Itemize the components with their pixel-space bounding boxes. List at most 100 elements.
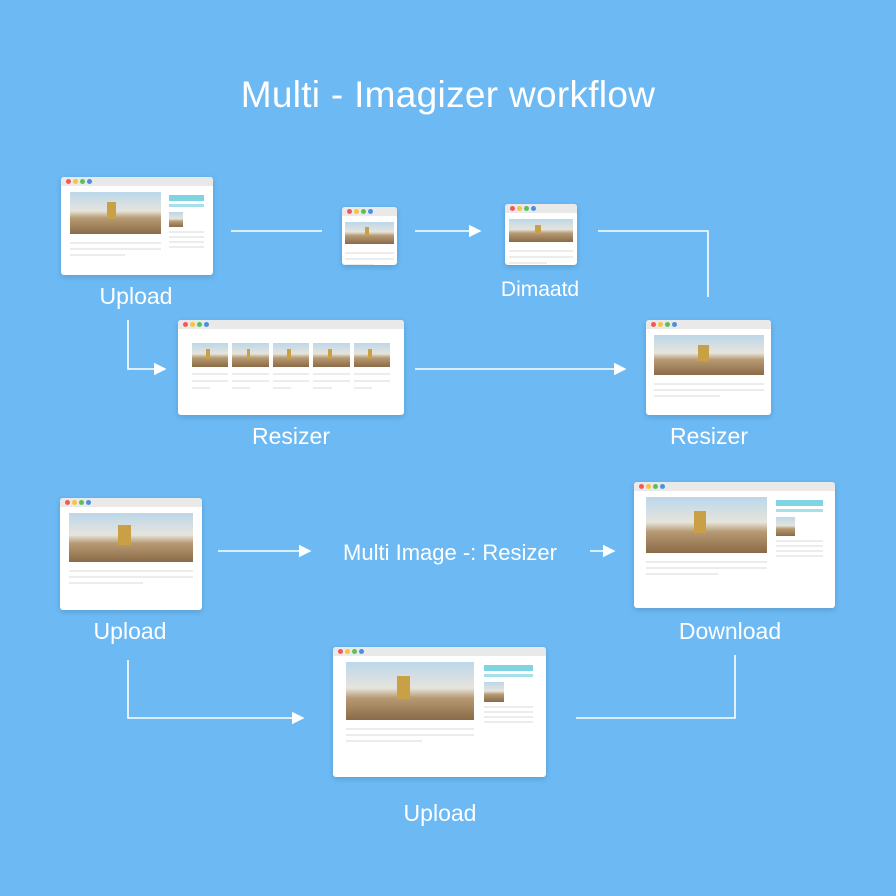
- image-thumbnail: [353, 343, 391, 367]
- text-placeholder-line: [313, 380, 350, 382]
- tower-icon: [327, 349, 332, 359]
- text-placeholder-line: [232, 387, 251, 389]
- text-placeholder-line: [483, 721, 534, 724]
- window-control-dot: [510, 206, 515, 211]
- window-control-dot: [80, 179, 85, 184]
- sidebar-subheader-bar: [168, 204, 204, 207]
- window-control-dot: [338, 649, 343, 654]
- text-placeholder-line: [776, 550, 823, 553]
- label-upload-1: Upload: [99, 283, 173, 309]
- text-placeholder-line: [168, 245, 204, 248]
- window-control-dot: [352, 649, 357, 654]
- window-control-dot: [183, 322, 188, 327]
- window-control-dot: [87, 179, 92, 184]
- image-preview: [70, 192, 162, 234]
- window-control-dot: [639, 484, 644, 489]
- text-placeholder-line: [345, 739, 423, 742]
- text-placeholder-line: [70, 253, 125, 256]
- text-placeholder-line: [168, 240, 204, 243]
- text-placeholder-line: [345, 251, 394, 254]
- text-placeholder-line: [345, 257, 394, 260]
- window-control-dot: [354, 209, 359, 214]
- text-placeholder-line: [168, 230, 204, 233]
- window-control-dot: [190, 322, 195, 327]
- tower-icon: [694, 510, 707, 534]
- browser-window-mockup: [646, 320, 771, 415]
- browser-window-mockup: [178, 320, 404, 415]
- text-placeholder-line: [353, 373, 391, 375]
- text-placeholder-line: [168, 235, 204, 238]
- window-control-dot: [665, 322, 670, 327]
- browser-window-mockup: [342, 207, 397, 265]
- text-placeholder-line: [646, 560, 767, 563]
- window-control-dot: [79, 500, 84, 505]
- window-control-dot: [359, 649, 364, 654]
- text-placeholder-line: [653, 383, 764, 385]
- text-placeholder-line: [272, 387, 291, 389]
- label-multi-image-resizer: Multi Image -: Resizer: [343, 540, 557, 565]
- tower-icon: [368, 349, 373, 359]
- text-placeholder-line: [483, 706, 534, 709]
- sidebar-header-bar: [168, 195, 204, 201]
- image-preview: [345, 662, 474, 720]
- window-control-dot: [531, 206, 536, 211]
- label-resizer-1: Resizer: [252, 423, 330, 449]
- text-placeholder-line: [653, 389, 764, 391]
- image-thumbnail: [232, 343, 269, 367]
- image-preview: [509, 219, 573, 242]
- text-placeholder-line: [653, 395, 720, 397]
- label-resizer-2: Resizer: [670, 423, 748, 449]
- text-placeholder-line: [70, 247, 162, 250]
- text-placeholder-line: [272, 380, 310, 382]
- sidebar-subheader-bar: [483, 674, 534, 677]
- browser-window-mockup: [333, 647, 546, 777]
- window-control-dot: [653, 484, 658, 489]
- text-placeholder-line: [232, 373, 269, 375]
- tower-icon: [697, 345, 709, 361]
- text-placeholder-line: [68, 581, 144, 584]
- text-placeholder-line: [191, 380, 229, 382]
- window-control-dot: [86, 500, 91, 505]
- sidebar-thumbnail: [483, 682, 504, 703]
- browser-window-mockup: [61, 177, 213, 275]
- text-placeholder-line: [776, 545, 823, 548]
- window-control-dot: [517, 206, 522, 211]
- window-control-dot: [204, 322, 209, 327]
- image-preview: [68, 513, 194, 562]
- tower-icon: [106, 202, 116, 219]
- sidebar-thumbnail: [776, 517, 795, 537]
- window-control-dot: [658, 322, 663, 327]
- window-title-bar: [60, 498, 202, 507]
- window-control-dot: [73, 179, 78, 184]
- text-placeholder-line: [646, 572, 719, 575]
- text-placeholder-line: [70, 241, 162, 244]
- text-placeholder-line: [345, 733, 474, 736]
- text-placeholder-line: [345, 727, 474, 730]
- window-title-bar: [505, 204, 577, 213]
- text-placeholder-line: [483, 716, 534, 719]
- text-placeholder-line: [272, 373, 310, 375]
- window-control-dot: [347, 209, 352, 214]
- diagram-title: Multi - Imagizer workflow: [240, 74, 656, 115]
- window-control-dot: [66, 179, 71, 184]
- sidebar-thumbnail: [168, 212, 183, 227]
- tower-icon: [534, 224, 541, 234]
- text-placeholder-line: [509, 262, 548, 264]
- tower-icon: [246, 349, 251, 359]
- window-control-dot: [361, 209, 366, 214]
- browser-window-mockup: [60, 498, 202, 610]
- window-title-bar: [333, 647, 546, 656]
- window-control-dot: [197, 322, 202, 327]
- connector-line: [576, 655, 736, 719]
- image-preview: [345, 222, 394, 244]
- connector-arrow: [127, 660, 305, 725]
- image-thumbnail: [272, 343, 310, 367]
- text-placeholder-line: [68, 575, 194, 578]
- window-title-bar: [178, 320, 404, 329]
- image-preview: [646, 497, 767, 553]
- window-title-bar: [646, 320, 771, 329]
- label-upload-3: Upload: [403, 800, 477, 826]
- label-upload-2: Upload: [93, 618, 167, 644]
- text-placeholder-line: [232, 380, 269, 382]
